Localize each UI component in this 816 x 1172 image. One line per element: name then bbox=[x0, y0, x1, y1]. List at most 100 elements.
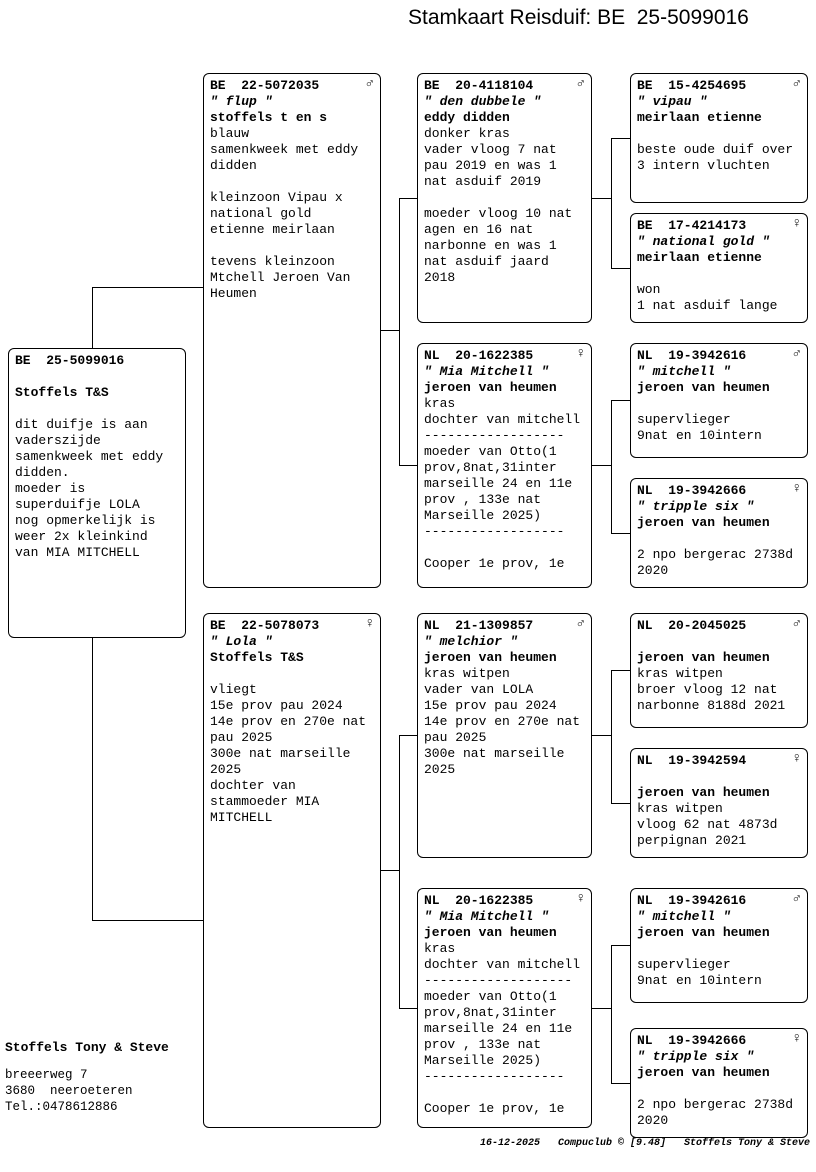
ring-number: BE 15-4254695 bbox=[637, 78, 747, 93]
sex-icon: ♂ bbox=[792, 616, 801, 632]
pigeon-name: " tripple six " bbox=[637, 1049, 755, 1064]
sex-icon: ♀ bbox=[576, 346, 585, 362]
pigeon-details: supervlieger 9nat en 10intern bbox=[637, 957, 762, 988]
owner-name: jeroen van heumen bbox=[637, 515, 770, 530]
pigeon-details: dit duifje is aan vaderszijde samenkweek… bbox=[15, 417, 164, 560]
pigeon-name bbox=[637, 634, 801, 650]
phone-number: Tel.:0478612886 bbox=[5, 1100, 118, 1114]
pedigree-box-father: BE 22-5072035 ♂ " flup " stoffels t en s… bbox=[203, 73, 381, 588]
pedigree-box-greatgrandparent-7: NL 19-3942616 ♂ " mitchell " jeroen van … bbox=[630, 888, 808, 1003]
ring-number: NL 21-1309857 bbox=[424, 618, 534, 633]
connector-line bbox=[592, 198, 611, 199]
owner-name: eddy didden bbox=[424, 110, 510, 125]
ring-number: BE 22-5078073 bbox=[210, 618, 320, 633]
connector-line bbox=[92, 287, 203, 288]
sex-icon: ♂ bbox=[576, 76, 585, 92]
connector-line bbox=[611, 803, 630, 804]
pigeon-name: " mitchell " bbox=[637, 909, 731, 924]
pedigree-box-grandmother-maternal: NL 20-1622385 ♀ " Mia Mitchell " jeroen … bbox=[417, 888, 592, 1128]
owner-name: jeroen van heumen bbox=[637, 380, 770, 395]
ring-number: BE 17-4214173 bbox=[637, 218, 747, 233]
ring-number: NL 19-3942666 bbox=[637, 1033, 747, 1048]
connector-line bbox=[611, 670, 612, 804]
ring-number: NL 19-3942616 bbox=[637, 893, 747, 908]
pigeon-details: kras dochter van mitchell --------------… bbox=[424, 941, 581, 1116]
connector-line bbox=[611, 400, 630, 401]
pigeon-name: " vipau " bbox=[637, 94, 708, 109]
owner-name: jeroen van heumen bbox=[424, 380, 557, 395]
sex-icon: ♀ bbox=[365, 616, 374, 632]
pigeon-name: " flup " bbox=[210, 94, 273, 109]
sex-icon: ♂ bbox=[576, 616, 585, 632]
pedigree-box-greatgrandparent-1: BE 15-4254695 ♂ " vipau " meirlaan etien… bbox=[630, 73, 808, 203]
connector-line bbox=[611, 533, 630, 534]
sex-icon: ♀ bbox=[576, 891, 585, 907]
ring-number: NL 20-1622385 bbox=[424, 893, 534, 908]
owner-name: jeroen van heumen bbox=[424, 650, 557, 665]
pigeon-details: 2 npo bergerac 2738d 2020 bbox=[637, 1097, 794, 1128]
connector-line bbox=[611, 268, 630, 269]
pigeon-details: supervlieger 9nat en 10intern bbox=[637, 412, 762, 443]
pigeon-name: " den dubbele " bbox=[424, 94, 542, 109]
ring-number: NL 20-1622385 bbox=[424, 348, 534, 363]
owner-name: jeroen van heumen bbox=[637, 785, 770, 800]
pedigree-box-grandfather-maternal: NL 21-1309857 ♂ " melchior " jeroen van … bbox=[417, 613, 592, 858]
connector-line bbox=[611, 1083, 630, 1084]
connector-line bbox=[399, 198, 400, 466]
pigeon-details: donker kras vader vloog 7 nat pau 2019 e… bbox=[424, 126, 573, 285]
pedigree-box-grandfather-paternal: BE 20-4118104 ♂ " den dubbele " eddy did… bbox=[417, 73, 592, 323]
connector-line bbox=[399, 198, 417, 199]
ring-number: BE 22-5072035 bbox=[210, 78, 320, 93]
connector-line bbox=[592, 1008, 611, 1009]
pigeon-name: " Lola " bbox=[210, 634, 273, 649]
owner-name: jeroen van heumen bbox=[637, 650, 770, 665]
sex-icon: ♀ bbox=[792, 216, 801, 232]
pedigree-box-greatgrandparent-4: NL 19-3942666 ♀ " tripple six " jeroen v… bbox=[630, 478, 808, 588]
pigeon-details: 2 npo bergerac 2738d 2020 bbox=[637, 547, 794, 578]
pigeon-details: vliegt 15e prov pau 2024 14e prov en 270… bbox=[210, 682, 367, 825]
pedigree-box-greatgrandparent-5: NL 20-2045025 ♂ jeroen van heumen kras w… bbox=[630, 613, 808, 728]
pigeon-name: " Mia Mitchell " bbox=[424, 909, 549, 924]
owner-name: Stoffels T&S bbox=[210, 650, 304, 665]
owner-name: stoffels t en s bbox=[210, 110, 328, 125]
footer-credit: 16-12-2025 Compuclub © [9.48] Stoffels T… bbox=[479, 1138, 810, 1149]
pigeon-details: beste oude duif over 3 intern vluchten bbox=[637, 142, 794, 173]
connector-line bbox=[611, 670, 630, 671]
ring-number: NL 19-3942666 bbox=[637, 483, 747, 498]
pigeon-name: " mitchell " bbox=[637, 364, 731, 379]
connector-line bbox=[592, 735, 611, 736]
connector-line bbox=[399, 735, 400, 1009]
owner-name: jeroen van heumen bbox=[424, 925, 557, 940]
address-line: breeerweg 7 bbox=[5, 1068, 88, 1082]
connector-line bbox=[611, 138, 612, 269]
connector-line bbox=[611, 400, 612, 534]
ring-number: NL 19-3942594 bbox=[637, 753, 747, 768]
connector-line bbox=[381, 330, 399, 331]
ring-number: NL 19-3942616 bbox=[637, 348, 747, 363]
connector-line bbox=[611, 138, 630, 139]
owner-name: meirlaan etienne bbox=[637, 110, 762, 125]
ring-number: BE 20-4118104 bbox=[424, 78, 534, 93]
owner-name: Stoffels T&S bbox=[15, 385, 109, 400]
pigeon-name bbox=[15, 369, 179, 385]
pigeon-name: " tripple six " bbox=[637, 499, 755, 514]
connector-line bbox=[611, 945, 612, 1084]
ring-number: NL 20-2045025 bbox=[637, 618, 747, 633]
sex-icon: ♂ bbox=[792, 891, 801, 907]
sex-icon: ♂ bbox=[792, 346, 801, 362]
pedigree-box-grandmother-paternal: NL 20-1622385 ♀ " Mia Mitchell " jeroen … bbox=[417, 343, 592, 588]
pigeon-name: " melchior " bbox=[424, 634, 518, 649]
pigeon-details: kras witpen vader van LOLA 15e prov pau … bbox=[424, 666, 581, 777]
pedigree-box-mother: BE 22-5078073 ♀ " Lola " Stoffels T&S vl… bbox=[203, 613, 381, 1128]
pigeon-details: blauw samenkweek met eddy didden kleinzo… bbox=[210, 126, 359, 301]
owner-name: jeroen van heumen bbox=[637, 925, 770, 940]
owner-block: Stoffels Tony & Steve breeerweg 7 3680 n… bbox=[5, 1040, 169, 1115]
pedigree-box-greatgrandparent-2: BE 17-4214173 ♀ " national gold " meirla… bbox=[630, 213, 808, 323]
connector-line bbox=[381, 870, 399, 871]
connector-line bbox=[92, 920, 203, 921]
address-line: 3680 neeroeteren bbox=[5, 1084, 133, 1098]
sex-icon: ♂ bbox=[365, 76, 374, 92]
pedigree-box-subject: BE 25-5099016 Stoffels T&S dit duifje is… bbox=[8, 348, 186, 638]
pedigree-box-greatgrandparent-3: NL 19-3942616 ♂ " mitchell " jeroen van … bbox=[630, 343, 808, 458]
